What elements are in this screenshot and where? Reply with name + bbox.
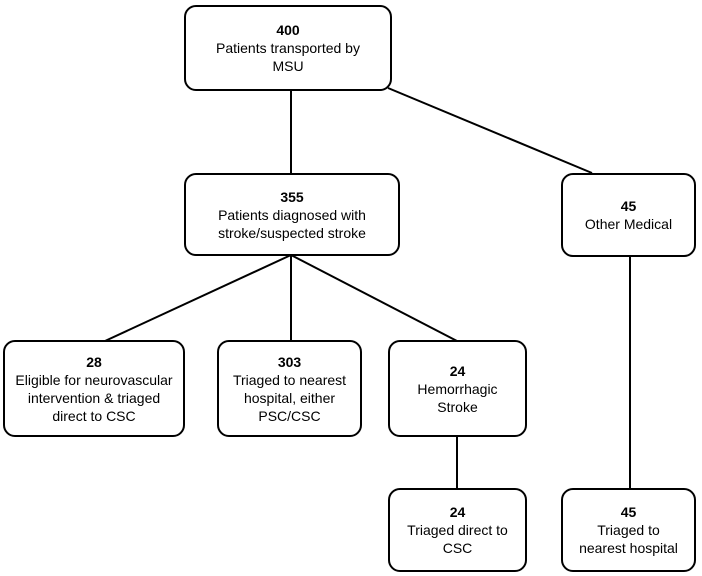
node-count: 45 xyxy=(620,198,637,214)
node-label-line: stroke/suspected stroke xyxy=(218,224,366,241)
node-count: 24 xyxy=(449,504,466,520)
node-eligible-csc: 28 Eligible for neurovascular interventi… xyxy=(3,340,185,437)
node-other-medical: 45 Other Medical xyxy=(561,173,696,257)
node-label-line: nearest hospital xyxy=(579,540,678,556)
node-count: 24 xyxy=(449,362,466,379)
node-stroke-diagnosed: 355 Patients diagnosed with stroke/suspe… xyxy=(184,173,400,256)
node-triaged-nearest: 303 Triaged to nearest hospital, either … xyxy=(217,340,362,437)
node-count: 45 xyxy=(620,504,637,520)
node-label-line: CSC xyxy=(442,540,473,556)
node-label-line: Triaged to xyxy=(597,522,660,538)
node-label-line: hospital, either xyxy=(243,389,336,406)
node-label-line: PSC/CSC xyxy=(258,407,321,424)
node-other-triaged-hospital: 45 Triaged to nearest hospital xyxy=(561,488,696,572)
node-hemorrhagic-stroke: 24 Hemorrhagic Stroke xyxy=(388,340,527,437)
edge-root-other xyxy=(387,87,593,174)
node-label-line: MSU xyxy=(272,58,304,74)
node-label-line: Triaged direct to xyxy=(407,522,508,538)
edge-stroke-hemorrhagic xyxy=(290,254,458,342)
node-label-line: Triaged to nearest xyxy=(232,371,347,388)
node-label-line: intervention & triaged xyxy=(27,389,161,406)
node-label-line: Hemorrhagic xyxy=(417,380,498,397)
node-label-line: direct to CSC xyxy=(52,407,136,424)
node-count: 303 xyxy=(277,353,302,370)
edge-stroke-eligible xyxy=(104,254,292,342)
node-label-line: Patients diagnosed with xyxy=(218,206,366,223)
node-label-line: Stroke xyxy=(437,398,478,415)
node-label-line: Other Medical xyxy=(584,216,673,232)
node-hemorrhagic-triaged-csc: 24 Triaged direct to CSC xyxy=(388,488,527,572)
node-patients-transported: 400 Patients transported by MSU xyxy=(184,5,392,91)
node-count: 28 xyxy=(86,353,102,370)
node-count: 400 xyxy=(276,22,300,38)
node-label-line: Patients transported by xyxy=(216,40,360,56)
node-label-line: Eligible for neurovascular xyxy=(15,371,173,388)
node-count: 355 xyxy=(280,188,304,205)
